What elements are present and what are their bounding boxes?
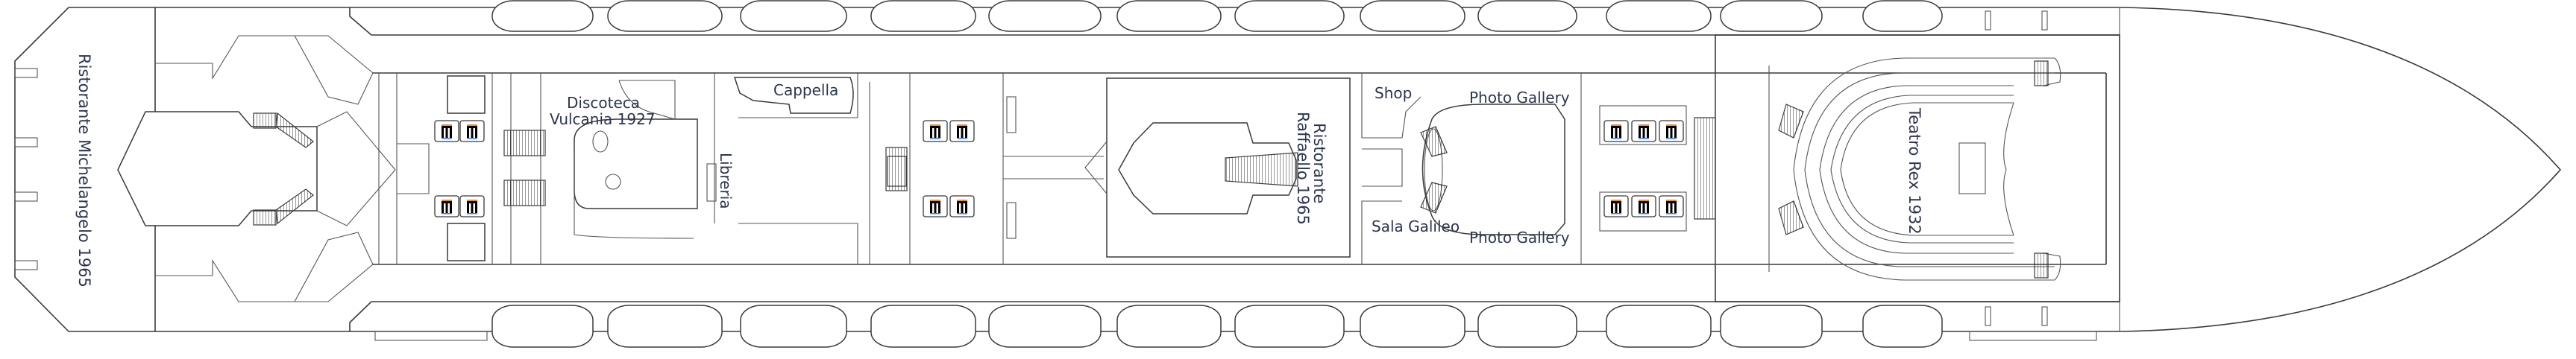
lifeboat: [607, 305, 723, 348]
bow-fittings: [374, 10, 2097, 341]
elevator-icon: [1631, 195, 1656, 217]
lifeboat: [1477, 0, 1577, 32]
lifeboat: [607, 0, 723, 32]
lifeboat: [1862, 0, 1943, 32]
elevator-icon: [459, 120, 485, 142]
cappella-area: Cappella: [733, 77, 854, 114]
elevator-icon: [923, 195, 948, 217]
libreria-area: Libreria: [706, 73, 735, 223]
label-photo-gallery-top: Photo Gallery: [1469, 89, 1570, 107]
label-teatro-rex: Teatro Rex 1932: [1906, 107, 1923, 235]
lifeboat: [1606, 305, 1712, 348]
label-ristorante-raffaello-line1: Ristorante: [1310, 123, 1328, 203]
lifeboat: [988, 0, 1102, 32]
lifeboat: [740, 0, 847, 32]
label-cappella: Cappella: [773, 81, 838, 99]
lifeboat: [1116, 305, 1222, 348]
interior-boundary: [373, 72, 2107, 265]
elevator-icon: [434, 195, 459, 217]
elevator-icon: [1631, 120, 1656, 142]
lifeboat: [870, 0, 976, 32]
ristorante-michelangelo-area: Ristorante Michelangelo 1965: [14, 7, 396, 331]
elevator-icon: [1603, 120, 1629, 142]
lifeboat: [1720, 0, 1823, 32]
label-ristorante-michelangelo: Ristorante Michelangelo 1965: [75, 54, 93, 287]
label-discoteca-line2: Vulcania 1927: [550, 110, 656, 128]
forward-lobby: [1599, 66, 1770, 272]
elevator-icon: [1659, 120, 1684, 142]
elevator-icon: [949, 195, 975, 217]
ristorante-raffaello-area: Ristorante Raffaello 1965: [1084, 77, 1351, 258]
lifeboat: [1720, 305, 1823, 348]
lifeboats: [491, 0, 1943, 348]
elevator-icon: [949, 120, 975, 142]
central-lounge: [738, 73, 1104, 264]
lifeboat: [1234, 0, 1345, 32]
stair-tower-aft: [378, 73, 546, 264]
elevator-icon: [459, 195, 485, 217]
label-sala-galileo: Sala Galileo: [1372, 217, 1460, 235]
lifeboat: [491, 0, 594, 32]
lifeboat: [1862, 305, 1943, 348]
teatro-rex-area: Teatro Rex 1932: [1778, 57, 2061, 281]
lifeboat: [1234, 305, 1345, 348]
label-shop: Shop: [1375, 84, 1412, 102]
lifeboat: [988, 305, 1102, 348]
shop-gallery-area: Shop Photo Gallery Sala Galileo Photo Ga…: [1361, 73, 1582, 264]
elevator-icon: [1603, 195, 1629, 217]
lifeboat: [1360, 0, 1466, 32]
elevator-icon: [1659, 195, 1684, 217]
hull-outline: [14, 7, 2562, 332]
lifeboat: [1116, 0, 1222, 32]
lifeboat: [1606, 0, 1712, 32]
label-libreria: Libreria: [717, 153, 735, 209]
label-discoteca-line1: Discoteca: [567, 94, 640, 112]
lifeboat: [491, 305, 594, 348]
label-photo-gallery-bottom: Photo Gallery: [1469, 229, 1570, 247]
lifeboat: [1477, 305, 1577, 348]
discoteca-vulcania-area: Discoteca Vulcania 1927: [540, 73, 698, 264]
elevator-icon: [434, 120, 459, 142]
lifeboat: [1360, 305, 1466, 348]
lifeboat: [870, 305, 976, 348]
label-ristorante-raffaello-line2: Raffaello 1965: [1294, 112, 1312, 225]
lifeboat: [740, 305, 847, 348]
elevator-icon: [923, 120, 948, 142]
